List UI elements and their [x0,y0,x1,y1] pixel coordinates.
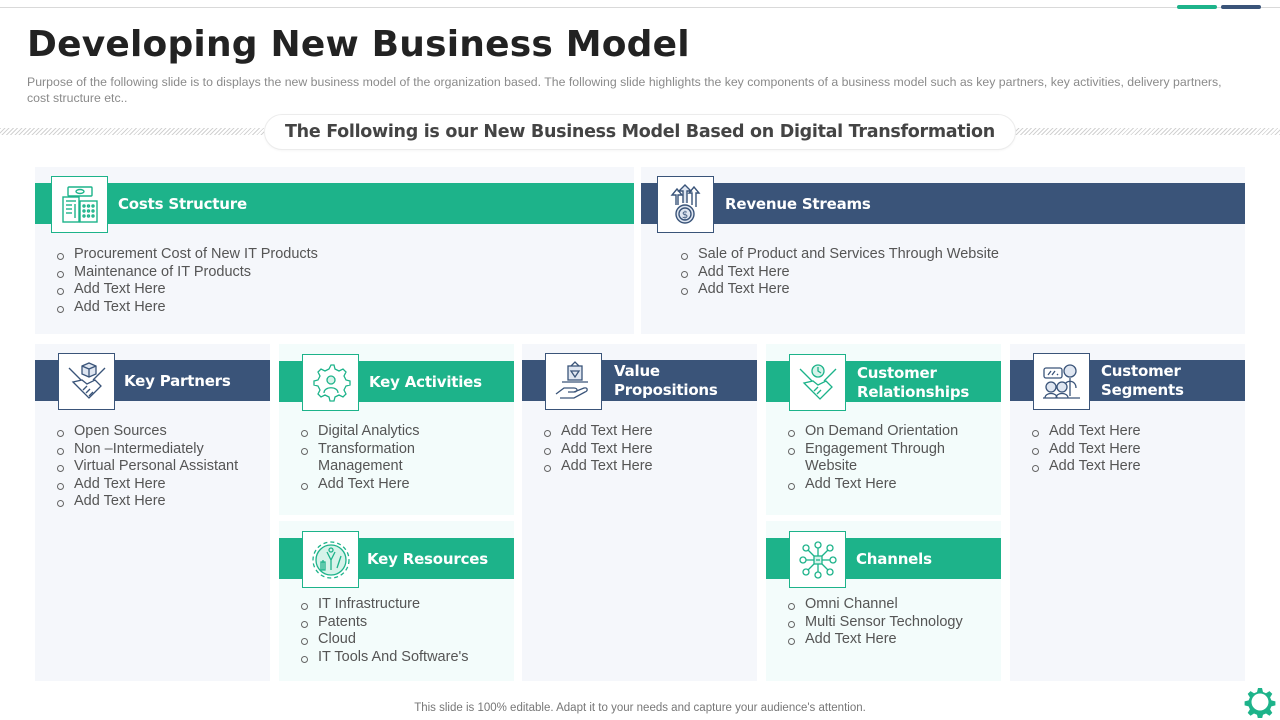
card-title: Channels [856,550,932,568]
list-item: Patents [300,614,469,632]
bullet-list: Omni Channel Multi Sensor Technology Add… [787,596,963,649]
dollar-growth-arrows-icon: $ [657,176,714,233]
card-customer-segments: Customer Segments Add Text Here Add Text… [1010,344,1245,681]
list-item: Cloud [300,631,469,649]
list-item: Add Text Here [56,281,318,299]
network-nodes-icon [789,531,846,588]
card-costs-structure: Costs Structure Procurement Cost of New … [35,167,634,334]
card-value-propositions: Value Propositions Add Text Here Add Tex… [522,344,757,681]
list-item: Virtual Personal Assistant [56,458,238,476]
list-item: Procurement Cost of New IT Products [56,246,318,264]
bullet-list: Digital Analytics Transformation Managem… [300,423,500,493]
card-key-resources: Key Resources IT Infrastructure Patents … [279,521,514,681]
card-title: Key Activities [369,373,482,391]
hatch-divider-left [0,128,268,135]
card-header-bar [35,183,634,224]
bullet-list: Add Text Here Add Text Here Add Text Her… [543,423,653,476]
bullet-list: Add Text Here Add Text Here Add Text Her… [1031,423,1141,476]
subtitle-banner: The Following is our New Business Model … [264,114,1016,150]
card-title-line: Customer [857,364,937,382]
card-title: Key Partners [124,372,231,390]
list-item: Add Text Here [56,476,238,494]
page-title: Developing New Business Model [27,24,690,65]
list-item: Add Text Here [56,299,318,317]
gear-tools-icon [302,531,359,588]
bullet-list: Sale of Product and Services Through Web… [680,246,999,299]
list-item: Add Text Here [787,631,963,649]
card-title: Value Propositions [614,362,718,400]
top-divider [0,7,1280,8]
card-title: Customer Relationships [857,364,969,402]
handshake-clock-icon [789,354,846,411]
list-item: Multi Sensor Technology [787,614,963,632]
card-title: Costs Structure [118,195,247,213]
list-item: Add Text Here [300,476,500,494]
bullet-list: On Demand Orientation Engagement Through… [787,423,987,493]
card-title: Customer Segments [1101,362,1184,400]
gear-person-icon [302,354,359,411]
footer-note: This slide is 100% editable. Adapt it to… [414,702,866,714]
list-item: Open Sources [56,423,238,441]
list-item: Transformation Management [300,441,430,476]
list-item: Digital Analytics [300,423,500,441]
handshake-box-icon [58,353,115,410]
list-item: Add Text Here [680,281,999,299]
progress-pill-navy [1221,5,1261,9]
list-item: Sale of Product and Services Through Web… [680,246,999,264]
hand-diamond-gift-icon [545,353,602,410]
list-item: Add Text Here [1031,441,1141,459]
card-key-partners: Key Partners Open Sources Non –Intermedi… [35,344,270,681]
list-item: Omni Channel [787,596,963,614]
list-item: IT Tools And Software's [300,649,469,667]
card-key-activities: Key Activities Digital Analytics Transfo… [279,344,514,515]
svg-text:$: $ [681,210,687,221]
people-group-icon [1033,353,1090,410]
card-title-line: Propositions [614,381,718,399]
card-title: Key Resources [367,550,488,568]
list-item: Add Text Here [1031,458,1141,476]
card-header-bar [641,183,1245,224]
card-customer-relationships: Customer Relationships On Demand Orienta… [766,344,1001,515]
hatch-divider-right [1014,128,1280,135]
card-title-line: Segments [1101,381,1184,399]
progress-pill-green [1177,5,1217,9]
list-item: On Demand Orientation [787,423,987,441]
subtitle-text: The Following is our New Business Model … [285,122,995,142]
calculator-money-icon [51,176,108,233]
bullet-list: IT Infrastructure Patents Cloud IT Tools… [300,596,469,666]
card-title-line: Relationships [857,383,970,401]
card-channels: Channels Omni Channel Multi Sensor Techn… [766,521,1001,681]
list-item: Engagement Through Website [787,441,957,476]
list-item: Add Text Here [680,264,999,282]
bullet-list: Open Sources Non –Intermediately Virtual… [56,423,238,511]
list-item: Maintenance of IT Products [56,264,318,282]
card-title: Revenue Streams [725,195,871,213]
card-title-line: Customer [1101,362,1181,380]
card-revenue-streams: $ Revenue Streams Sale of Product and Se… [641,167,1245,334]
list-item: Add Text Here [1031,423,1141,441]
list-item: Add Text Here [543,458,653,476]
bullet-list: Procurement Cost of New IT Products Main… [56,246,318,316]
list-item: Add Text Here [543,423,653,441]
gear-icon [1244,688,1276,718]
list-item: IT Infrastructure [300,596,469,614]
list-item: Add Text Here [56,493,238,511]
list-item: Add Text Here [787,476,987,494]
list-item: Add Text Here [543,441,653,459]
page-description: Purpose of the following slide is to dis… [27,75,1222,105]
list-item: Non –Intermediately [56,441,238,459]
card-title-line: Value [614,362,660,380]
